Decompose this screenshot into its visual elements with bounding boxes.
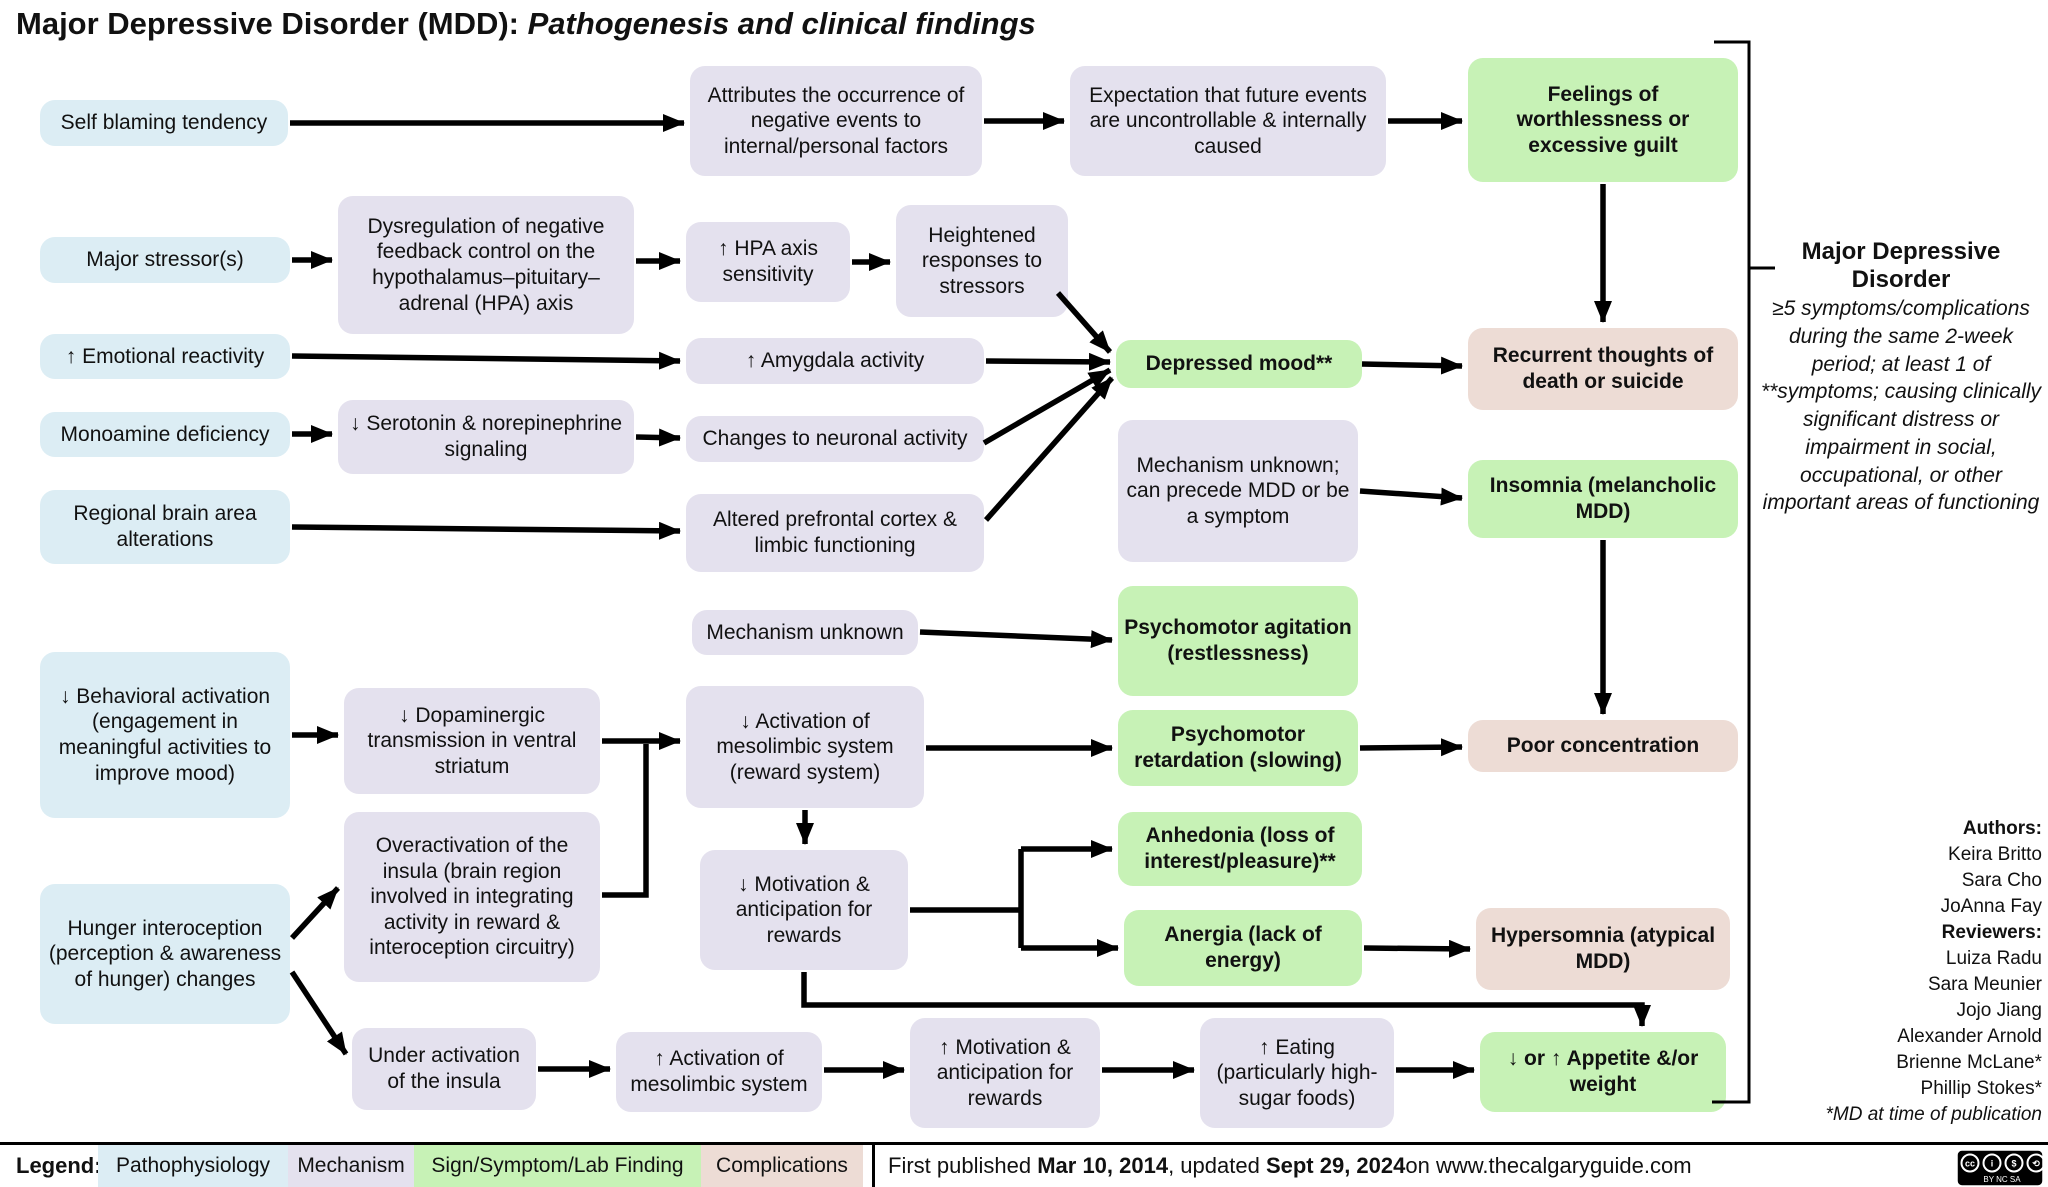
reviewer-name: Brienne McLane* bbox=[1896, 1052, 2042, 1073]
node-recurrent-thoughts-death: Recurrent thoughts of death or suicide bbox=[1468, 328, 1738, 410]
pub-mid: , updated bbox=[1168, 1153, 1260, 1178]
authors-label: Authors: bbox=[1962, 818, 2042, 839]
author-name: Sara Cho bbox=[1961, 870, 2042, 891]
share-alike-icon bbox=[2026, 1153, 2044, 1173]
svg-text:$: $ bbox=[2011, 1159, 2016, 1169]
node-serotonin-norepinephrine: ↓ Serotonin & norepinephrine signaling bbox=[338, 400, 634, 474]
reviewer-name: Jojo Jiang bbox=[1956, 1000, 2042, 1021]
reviewer-name: Phillip Stokes* bbox=[1920, 1078, 2042, 1099]
page-title-main: Major Depressive Disorder (MDD): bbox=[16, 6, 528, 41]
pub-first-date: Mar 10, 2014 bbox=[1037, 1153, 1169, 1178]
reviewer-name: Sara Meunier bbox=[1927, 974, 2042, 995]
node-hypersomnia: Hypersomnia (atypical MDD) bbox=[1476, 908, 1730, 990]
node-prefrontal-limbic: Altered prefrontal cortex & limbic funct… bbox=[686, 494, 984, 572]
legend-item-pathophysiology: Pathophysiology bbox=[98, 1145, 288, 1187]
node-monoamine-deficiency: Monoamine deficiency bbox=[40, 412, 290, 457]
md-publication-note: *MD at time of publication bbox=[1825, 1104, 2043, 1125]
node-motivation-up: ↑ Motivation & anticipation for rewards bbox=[910, 1018, 1100, 1128]
pub-updated-date: Sept 29, 2024 bbox=[1265, 1153, 1406, 1178]
author-name: JoAnna Fay bbox=[1940, 896, 2042, 917]
mdd-definition-text: ≥5 symptoms/complications during the sam… bbox=[1760, 297, 2042, 515]
reviewer-name: Luiza Radu bbox=[1945, 948, 2042, 969]
reviewer-name: Alexander Arnold bbox=[1897, 1026, 2042, 1047]
credits-block: Authors: Keira Britto Sara Cho JoAnna Fa… bbox=[1742, 816, 2043, 1128]
pub-prefix: First published bbox=[888, 1153, 1032, 1178]
legend-label: Legend: bbox=[16, 1153, 102, 1178]
node-emotional-reactivity: ↑ Emotional reactivity bbox=[40, 334, 290, 379]
node-poor-concentration: Poor concentration bbox=[1468, 720, 1738, 772]
node-insula-underactivation: Under activation of the insula bbox=[352, 1028, 536, 1110]
svg-text:cc: cc bbox=[1965, 1159, 1975, 1169]
node-neuronal-activity-changes: Changes to neuronal activity bbox=[686, 416, 984, 462]
node-psychomotor-agitation: Psychomotor agitation (restlessness) bbox=[1118, 586, 1358, 696]
publication-info: First published Mar 10, 2014, updated Se… bbox=[888, 1145, 1692, 1187]
svg-text:i: i bbox=[1991, 1159, 1994, 1169]
node-eating-high-sugar: ↑ Eating (particularly high-sugar foods) bbox=[1200, 1018, 1394, 1128]
svg-text:⟲: ⟲ bbox=[2032, 1159, 2040, 1169]
pub-suffix: on www.thecalgaryguide.com bbox=[1405, 1153, 1692, 1178]
node-major-stressors: Major stressor(s) bbox=[40, 237, 290, 283]
node-depressed-mood: Depressed mood** bbox=[1116, 340, 1362, 388]
node-mesolimbic-activation-up: ↑ Activation of mesolimbic system bbox=[616, 1032, 822, 1112]
node-behavioral-activation: ↓ Behavioral activation (engagement in m… bbox=[40, 652, 290, 818]
node-attributes-negative-events: Attributes the occurrence of negative ev… bbox=[690, 66, 982, 176]
page-title: Major Depressive Disorder (MDD): Pathoge… bbox=[16, 6, 1036, 42]
node-appetite-weight: ↓ or ↑ Appetite &/or weight bbox=[1480, 1032, 1726, 1112]
cc-license-badge: cc i $ ⟲ BY NC SA bbox=[1956, 1149, 2044, 1187]
page-title-subtitle: Pathogenesis and clinical findings bbox=[527, 6, 1036, 41]
node-self-blaming-tendency: Self blaming tendency bbox=[40, 100, 288, 146]
node-hunger-interoception: Hunger interoception (perception & aware… bbox=[40, 884, 290, 1024]
node-insomnia: Insomnia (melancholic MDD) bbox=[1468, 460, 1738, 538]
node-dopaminergic-transmission: ↓ Dopaminergic transmission in ventral s… bbox=[344, 688, 600, 794]
node-insula-overactivation: Overactivation of the insula (brain regi… bbox=[344, 812, 600, 982]
node-amygdala-activity: ↑ Amygdala activity bbox=[686, 338, 984, 384]
mdd-definition-panel: Major Depressive Disorder ≥5 symptoms/co… bbox=[1756, 238, 2046, 517]
node-hpa-axis-sensitivity: ↑ HPA axis sensitivity bbox=[686, 222, 850, 302]
node-hpa-dysregulation: Dysregulation of negative feedback contr… bbox=[338, 196, 634, 334]
legend-divider bbox=[872, 1145, 875, 1187]
author-name: Keira Britto bbox=[1948, 844, 2042, 865]
legend-item-complications: Complications bbox=[701, 1145, 863, 1187]
node-anergia: Anergia (lack of energy) bbox=[1124, 910, 1362, 986]
node-psychomotor-retardation: Psychomotor retardation (slowing) bbox=[1118, 710, 1358, 786]
node-regional-brain-alterations: Regional brain area alterations bbox=[40, 490, 290, 564]
mdd-definition-title: Major Depressive Disorder bbox=[1801, 238, 2001, 293]
node-expectation-uncontrollable: Expectation that future events are uncon… bbox=[1070, 66, 1386, 176]
node-mechanism-unknown: Mechanism unknown bbox=[692, 610, 918, 655]
node-motivation-down: ↓ Motivation & anticipation for rewards bbox=[700, 850, 908, 970]
legend-item-mechanism: Mechanism bbox=[288, 1145, 414, 1187]
node-worthlessness-guilt: Feelings of worthlessness or excessive g… bbox=[1468, 58, 1738, 182]
legend-bar: Legend: Pathophysiology Mechanism Sign/S… bbox=[0, 1142, 2048, 1187]
node-mechanism-unknown-precede: Mechanism unknown; can precede MDD or be… bbox=[1118, 420, 1358, 562]
cc-badge-text: BY NC SA bbox=[1983, 1175, 2021, 1184]
node-mesolimbic-activation-down: ↓ Activation of mesolimbic system (rewar… bbox=[686, 686, 924, 808]
reviewers-label: Reviewers: bbox=[1941, 922, 2042, 943]
node-heightened-responses: Heightened responses to stressors bbox=[896, 205, 1068, 317]
node-anhedonia: Anhedonia (loss of interest/pleasure)** bbox=[1118, 812, 1362, 886]
legend-item-sign-symptom: Sign/Symptom/Lab Finding bbox=[414, 1145, 701, 1187]
